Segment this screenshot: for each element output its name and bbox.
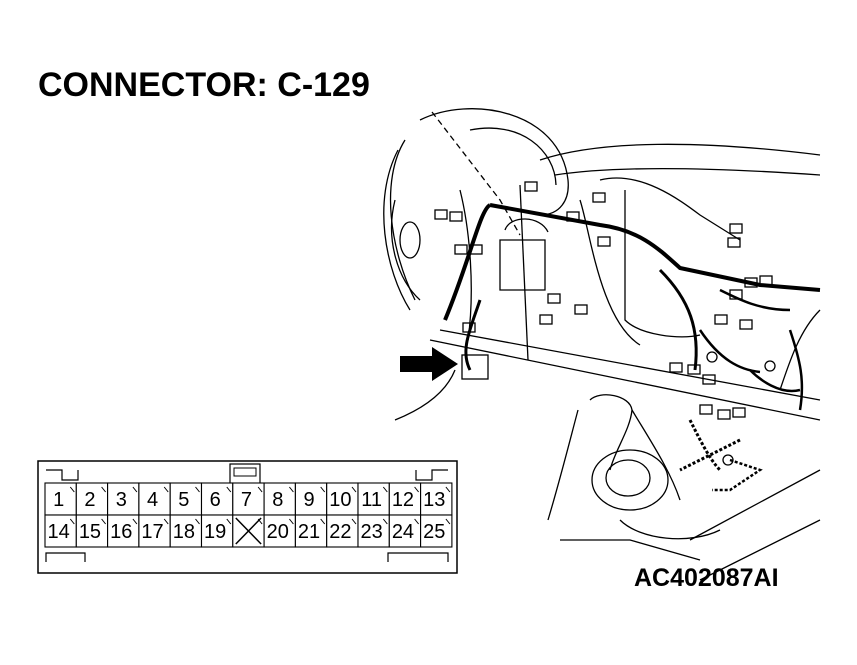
pin-number: 11	[361, 489, 382, 511]
pin-number: 8	[272, 489, 283, 511]
pin-number: 22	[329, 521, 351, 543]
pin-number: 9	[303, 489, 314, 511]
pin-number: 24	[392, 521, 414, 543]
location-arrow	[400, 347, 458, 381]
pin-number: 2	[84, 489, 95, 511]
pin-number: 3	[116, 489, 127, 511]
pin-number: 6	[210, 489, 221, 511]
pin-number: 14	[48, 521, 70, 543]
pin-number: 10	[329, 489, 351, 511]
pin-number: 16	[110, 521, 132, 543]
pin-number: 21	[298, 521, 320, 543]
pin-number: 4	[147, 489, 158, 511]
pin-number: 15	[79, 521, 101, 543]
pin-number: 13	[423, 489, 445, 511]
pin-number: 1	[53, 489, 64, 511]
pin-number: 23	[361, 521, 383, 543]
connector-title: CONNECTOR: C-129	[38, 66, 370, 104]
figure-code: AC402087AI	[634, 564, 779, 592]
empty-cavity-cross	[235, 517, 262, 545]
pin-number: 17	[141, 521, 163, 543]
pin-number: 12	[392, 489, 414, 511]
pin-number: 5	[178, 489, 189, 511]
pin-number: 25	[423, 521, 445, 543]
pin-number: 7	[241, 489, 252, 511]
pin-number: 20	[267, 521, 289, 543]
pin-number: 19	[204, 521, 226, 543]
pin-number: 18	[173, 521, 195, 543]
